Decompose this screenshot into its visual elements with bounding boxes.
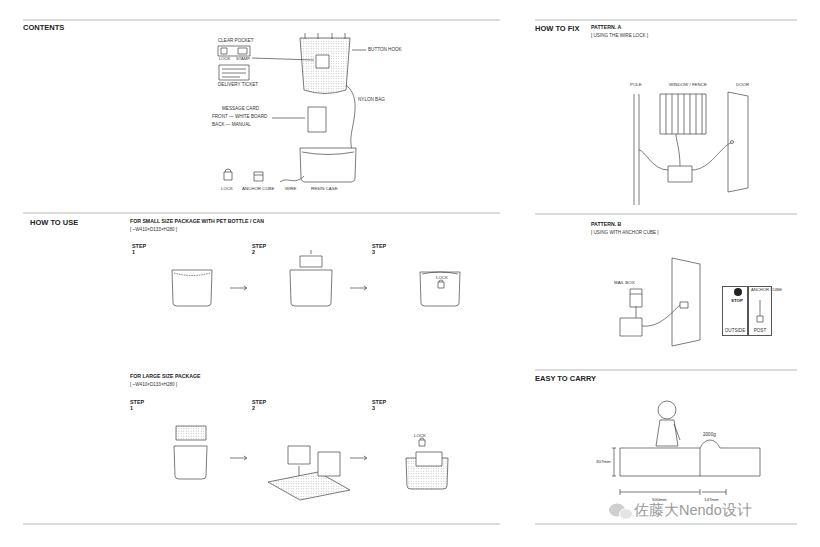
step-number: STEP 3 [372,243,387,255]
part-name: RESIN CASE [311,186,338,191]
part-name: MAIL BOX [614,280,635,285]
note: [ USING WITH ANCHOR CUBE ] [591,230,659,235]
part-name: LOCK [221,186,233,191]
part-name: POLE [630,82,642,87]
part-name: LOCK [414,433,426,438]
region-label: POST [753,328,768,336]
part-name: MESSAGE CARD [222,106,259,111]
region-box: POST [748,286,772,336]
part-name: FRONT — WHITE BOARD [212,114,267,119]
note: [ USING THE WIRE LOCK ] [591,33,648,38]
dimension: 500mm [652,497,667,502]
dimension: [ ~W410×D133×H280 ] [130,227,177,232]
part-name: NYLON BAG [358,97,385,102]
step-number: STEP 3 [372,399,387,411]
section-heading: EASY TO CARRY [535,375,596,384]
part-name: BACK — MANUAL [212,122,251,127]
part-name: DOOR [736,82,749,87]
section-heading: CONTENTS [23,24,64,33]
part-name: WIRE [285,186,296,191]
dimension: 2000g [703,432,716,437]
section-heading: HOW TO FIX [535,25,579,34]
sub-heading: PATTERN. B [591,222,621,228]
dimension: 147mm [704,497,719,502]
section-heading: HOW TO USE [30,219,78,228]
step-number: STEP 2 [252,399,267,411]
part-name: DELIVERY TICKET [218,82,258,87]
region-label: OUTSIDE [724,328,746,336]
part-name: LOCK [219,57,230,62]
step-number: STEP 1 [132,243,147,255]
part-name: STOP [731,298,743,303]
dimension: [ ~W410×D133×H280 ] [130,382,177,387]
part-name: ANCHOR CUBE [242,186,274,191]
part-name: CLEAR POCKET [218,38,253,43]
step-number: STEP 2 [252,243,267,255]
step-number: STEP 1 [130,399,145,411]
part-name: LOCK [436,275,448,280]
part-name: ANCHOR CUBE [751,288,782,293]
sub-heading: FOR LARGE SIZE PACKAGE [130,374,201,380]
part-name: STAMP [236,57,250,62]
watermark: 佐藤大Nendo设计 [634,502,752,519]
part-name: WINDOW / FENCE [669,82,707,87]
dimension: 307mm [596,459,611,464]
part-name: BUTTON HOOK [368,47,402,52]
sub-heading: PATTERN. A [591,25,621,31]
region-box: OUTSIDE [722,286,748,336]
sub-heading: FOR SMALL SIZE PACKAGE WITH PET BOTTLE /… [130,219,264,225]
